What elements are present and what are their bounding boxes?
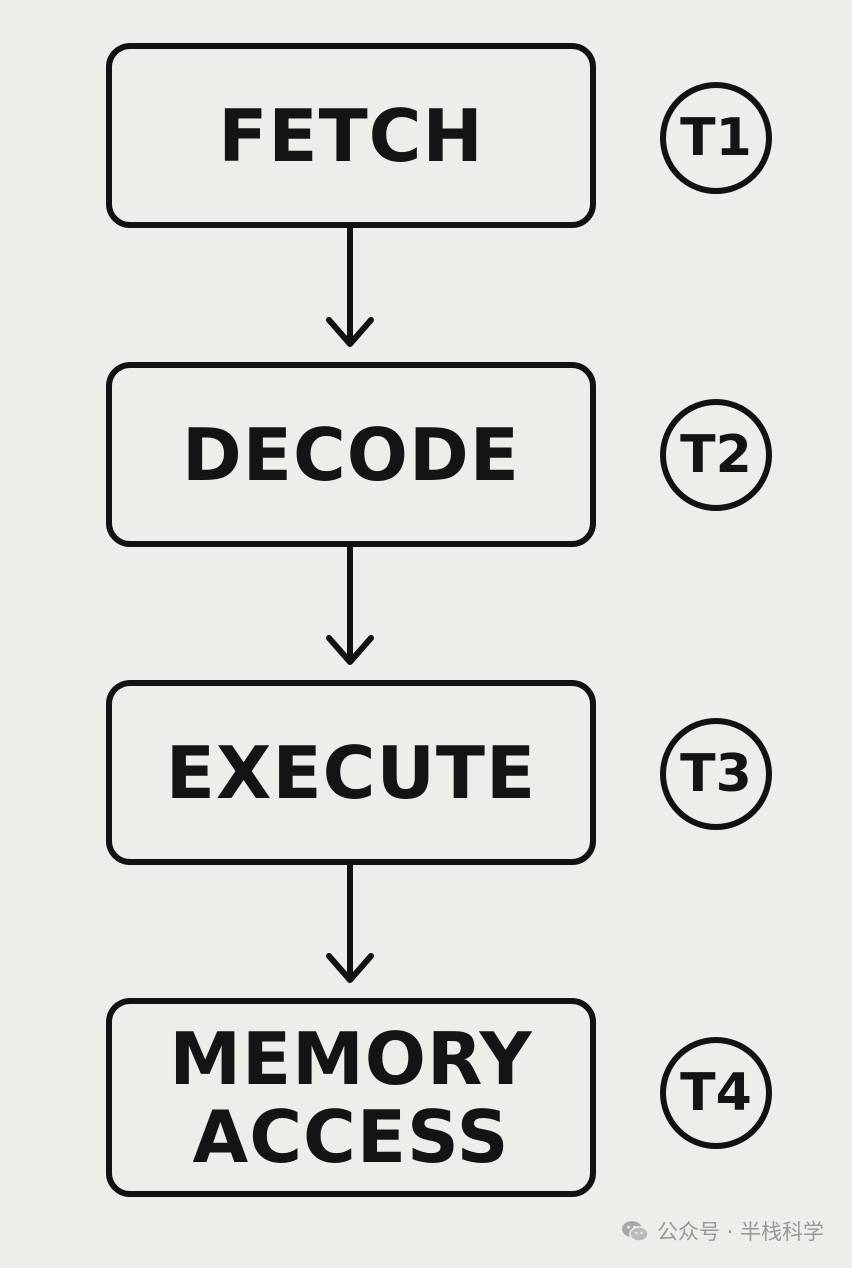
stage-box-execute: EXECUTE	[106, 680, 596, 865]
wechat-icon	[621, 1221, 649, 1242]
time-label-t3: T3	[680, 744, 752, 804]
stage-box-decode: DECODE	[106, 362, 596, 547]
watermark: 公众号 · 半栈科学	[621, 1216, 824, 1246]
time-badge-t3: T3	[660, 718, 772, 830]
stage-label-decode: DECODE	[182, 412, 520, 497]
stage-label-memory: MEMORY	[169, 1016, 533, 1101]
stage-label-execute: EXECUTE	[165, 730, 537, 815]
time-badge-t1: T1	[660, 82, 772, 194]
stage-label-fetch: FETCH	[218, 93, 484, 178]
time-label-t1: T1	[680, 108, 752, 168]
time-badge-t2: T2	[660, 399, 772, 511]
stage-box-memory-access: MEMORY ACCESS	[106, 998, 596, 1197]
time-label-t4: T4	[680, 1063, 752, 1123]
time-badge-t4: T4	[660, 1037, 772, 1149]
arrow-fetch-to-decode	[326, 228, 374, 347]
arrow-decode-to-execute	[326, 546, 374, 665]
stage-box-fetch: FETCH	[106, 43, 596, 228]
watermark-text: 公众号 · 半栈科学	[656, 1220, 824, 1244]
stage-label-access: ACCESS	[192, 1094, 510, 1179]
time-label-t2: T2	[680, 425, 752, 485]
arrow-execute-to-memory-access	[326, 864, 374, 983]
